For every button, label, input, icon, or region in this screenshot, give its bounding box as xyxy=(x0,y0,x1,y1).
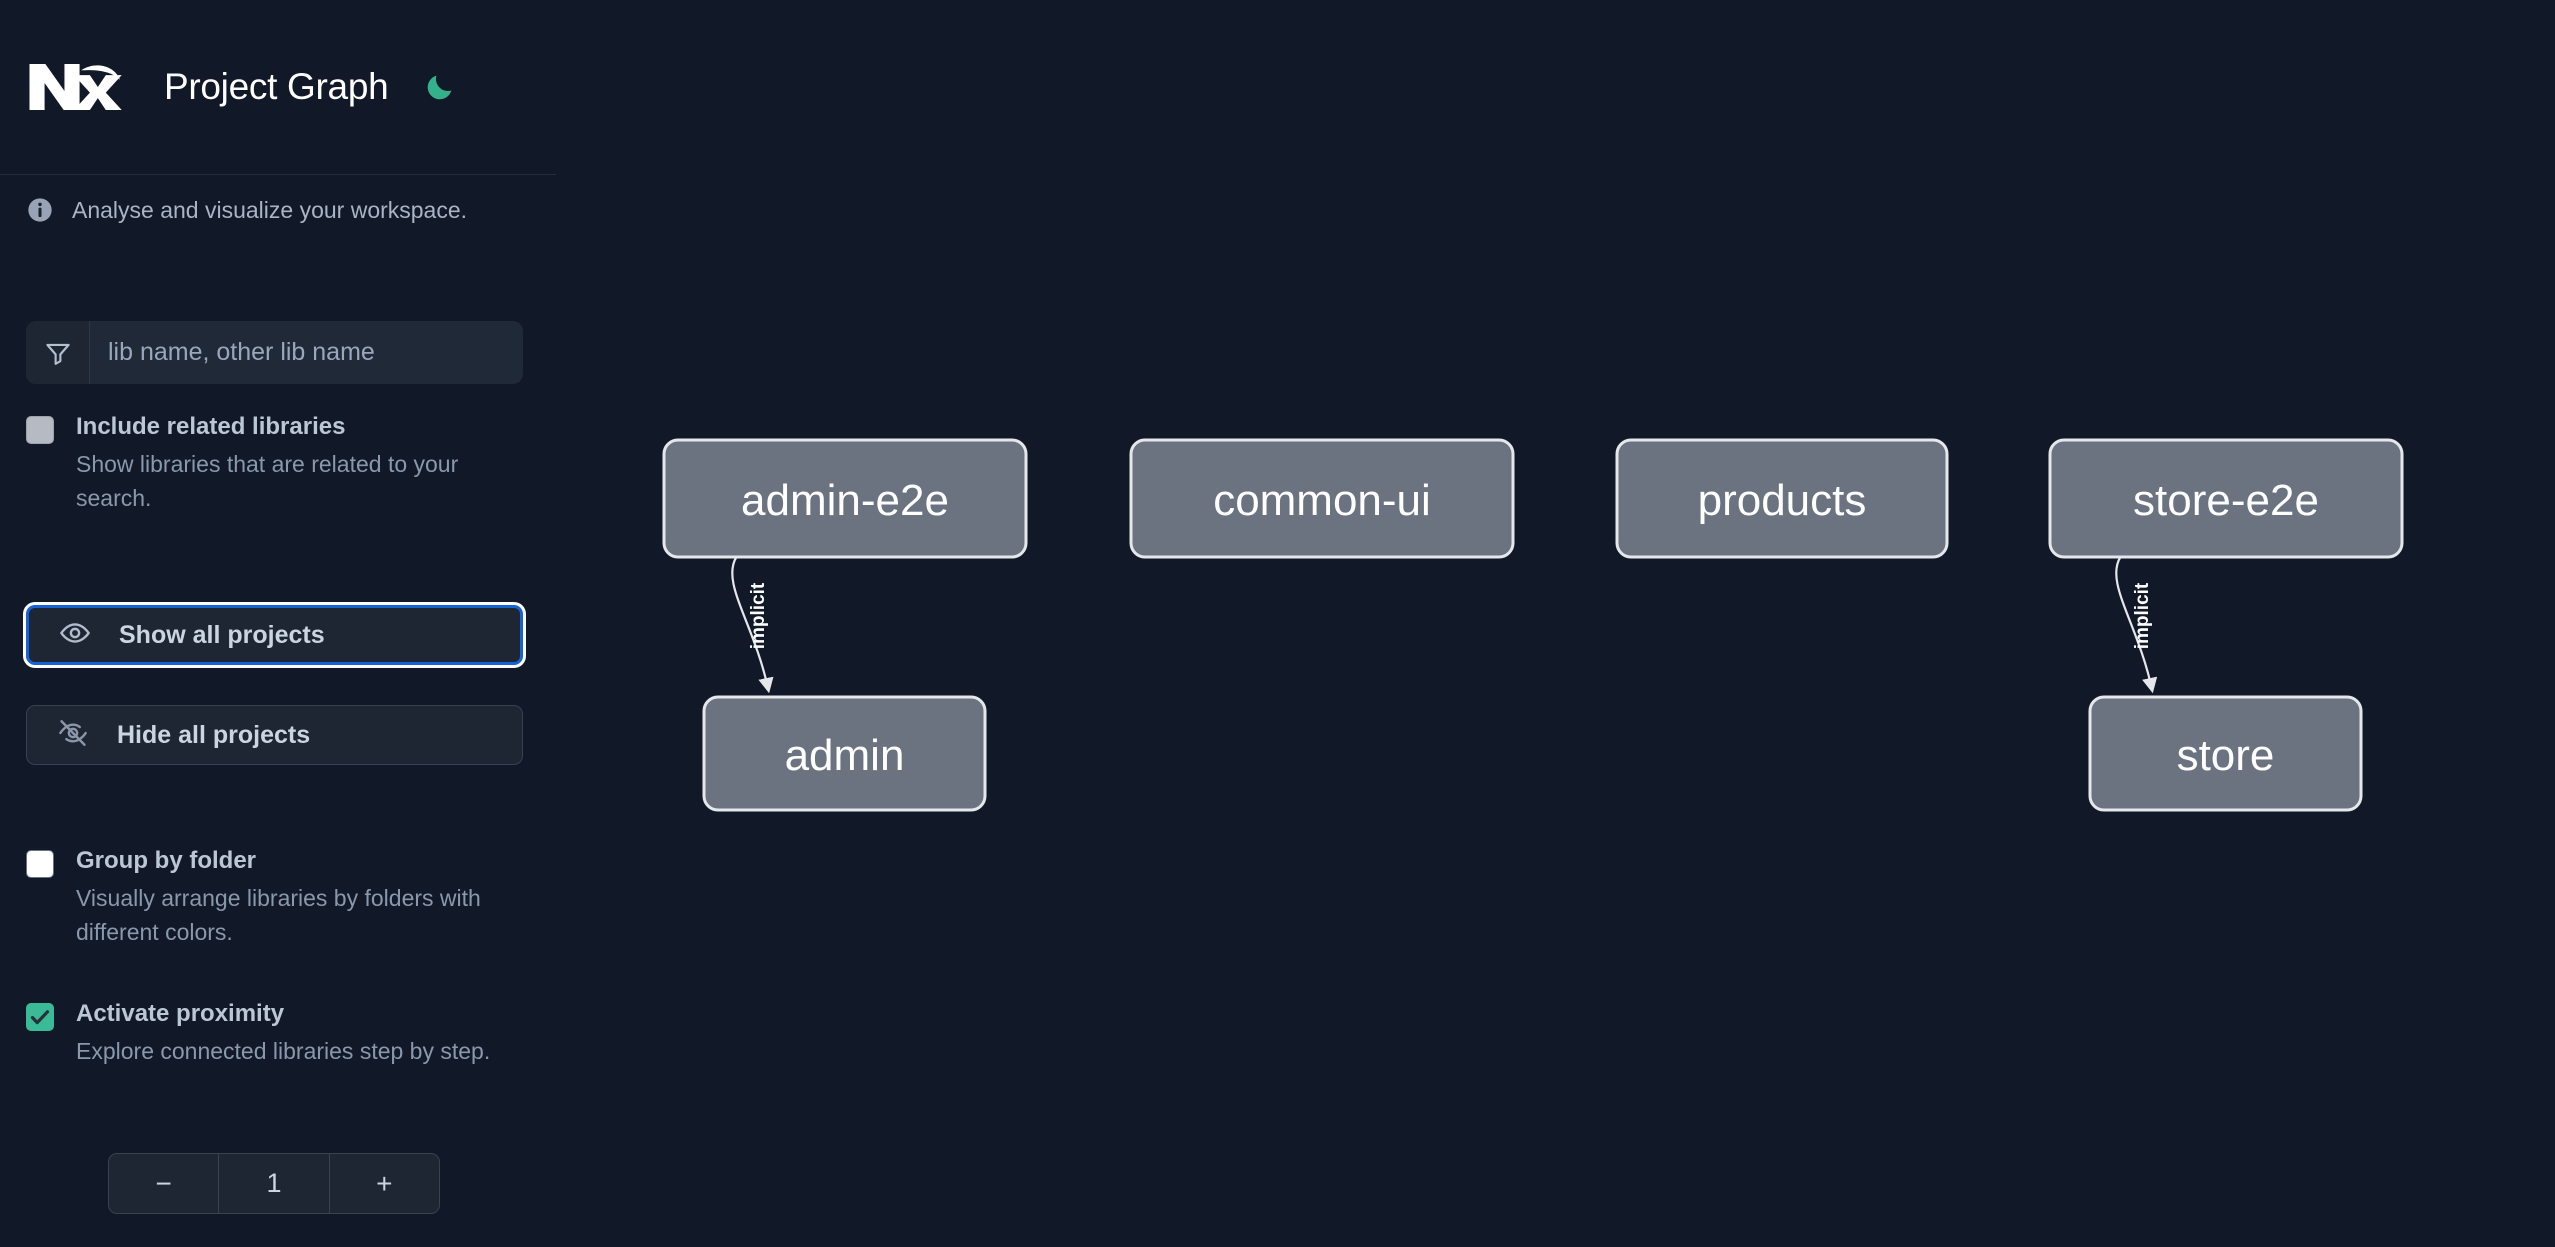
stepper-value: 1 xyxy=(218,1154,328,1213)
search-input[interactable] xyxy=(90,321,523,384)
graph-node[interactable]: common-ui xyxy=(1129,438,1515,559)
graph-nodes[interactable]: admin-e2e common-ui products store-e2e admin… xyxy=(662,438,2404,812)
stepper-increment-button[interactable]: + xyxy=(328,1154,439,1213)
eye-off-icon xyxy=(57,717,89,754)
filter-icon xyxy=(26,321,90,384)
show-all-projects-button[interactable]: Show all projects xyxy=(26,605,523,665)
edge-path xyxy=(2115,556,2158,694)
graph-node[interactable]: admin-e2e xyxy=(662,438,1028,559)
info-icon xyxy=(26,196,54,224)
nx-logo-icon xyxy=(26,56,122,118)
option-group-by-folder[interactable]: Group by folder Visually arrange librari… xyxy=(26,845,516,949)
graph-canvas[interactable]: implicit implicit admin-e2e common-ui produ… xyxy=(569,0,2555,1247)
moon-icon[interactable] xyxy=(420,67,460,107)
node-rect[interactable] xyxy=(2048,438,2404,559)
option-description: Show libraries that are related to your … xyxy=(76,451,459,511)
graph-edge: implicit xyxy=(2115,556,2158,694)
option-label: Include related libraries xyxy=(76,413,346,440)
hide-all-projects-button[interactable]: Hide all projects xyxy=(26,705,523,765)
graph-edge: implicit xyxy=(731,556,774,694)
node-label: admin-e2e xyxy=(741,476,949,525)
node-rect[interactable] xyxy=(662,438,1028,559)
node-label: store-e2e xyxy=(2133,476,2319,525)
option-description: Explore connected libraries step by step… xyxy=(76,1038,491,1065)
graph-node[interactable]: products xyxy=(1615,438,1949,559)
checkbox-include-related-libraries[interactable] xyxy=(26,416,54,444)
option-activate-proximity[interactable]: Activate proximity Explore connected lib… xyxy=(26,998,516,1069)
sidebar: Project Graph Analyse and visualize your… xyxy=(0,0,556,1247)
option-description: Visually arrange libraries by folders wi… xyxy=(76,885,481,945)
node-rect[interactable] xyxy=(702,695,987,812)
option-include-related-libraries[interactable]: Include related libraries Show libraries… xyxy=(26,411,516,515)
node-rect[interactable] xyxy=(1615,438,1949,559)
node-label: store xyxy=(2177,731,2275,780)
graph-node[interactable]: store-e2e xyxy=(2048,438,2404,559)
project-graph-svg[interactable]: implicit implicit admin-e2e common-ui produ… xyxy=(569,0,2555,1247)
sidebar-header: Project Graph xyxy=(0,0,556,175)
option-label: Group by folder xyxy=(76,847,256,874)
node-rect[interactable] xyxy=(2088,695,2363,812)
graph-node[interactable]: admin xyxy=(702,695,987,812)
hide-all-projects-label: Hide all projects xyxy=(117,720,311,749)
node-label: admin xyxy=(785,731,905,780)
graph-node[interactable]: store xyxy=(2088,695,2363,812)
page-title: Project Graph xyxy=(164,66,389,107)
stepper-decrement-button[interactable]: − xyxy=(155,1167,172,1199)
node-label: products xyxy=(1698,476,1867,525)
edge-label: implicit xyxy=(748,582,769,649)
eye-icon xyxy=(59,617,91,654)
checkbox-group-by-folder[interactable] xyxy=(26,850,54,878)
tagline-text: Analyse and visualize your workspace. xyxy=(72,196,468,223)
edge-path xyxy=(731,556,774,694)
edge-label: implicit xyxy=(2132,582,2153,649)
node-rect[interactable] xyxy=(1129,438,1515,559)
checkbox-activate-proximity[interactable] xyxy=(26,1003,54,1031)
graph-edges: implicit implicit xyxy=(731,556,2158,694)
node-label: common-ui xyxy=(1213,476,1431,525)
show-all-projects-label: Show all projects xyxy=(119,620,325,649)
proximity-stepper[interactable]: − 1 + xyxy=(108,1153,440,1214)
search-box[interactable] xyxy=(26,321,523,384)
sidebar-tagline: Analyse and visualize your workspace. xyxy=(26,196,467,224)
option-label: Activate proximity xyxy=(76,1000,285,1027)
